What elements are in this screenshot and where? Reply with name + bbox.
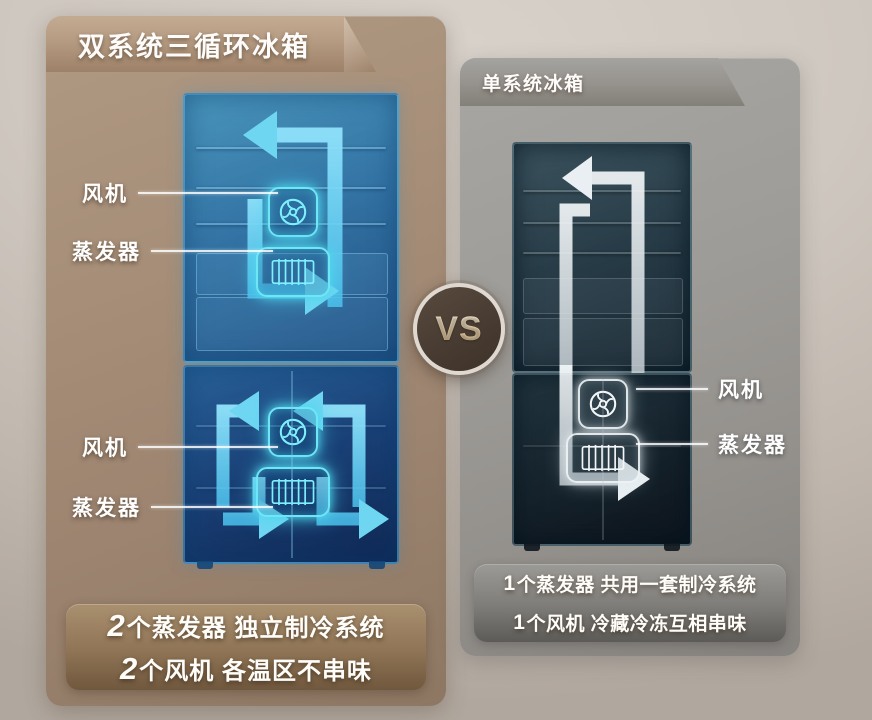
fan-icon-badge-lower	[268, 407, 318, 457]
fridge-upper-compartment	[183, 93, 399, 363]
fridge-foot	[197, 561, 213, 569]
drawer	[522, 318, 684, 366]
leader-line	[138, 446, 278, 448]
fridge-foot	[369, 561, 385, 569]
evaporator-coil-icon	[271, 478, 315, 506]
evaporator-icon-badge	[566, 433, 640, 483]
caption-row: 2 个风机 各温区不串味	[120, 650, 372, 686]
single-system-refrigerator-illustration	[512, 142, 692, 551]
left-panel-captions: 2 个蒸发器 独立制冷系统 2 个风机 各温区不串味	[66, 604, 426, 690]
drawer	[522, 278, 684, 314]
left-panel-title: 双系统三循环冰箱	[78, 31, 310, 62]
caption-row: 1 个风机 冷藏冷冻互相串味	[513, 610, 747, 636]
leader-line	[636, 443, 708, 445]
dual-system-refrigerator-illustration	[183, 93, 399, 569]
fridge-upper-compartment	[512, 142, 692, 384]
airflow-arrow-icon	[216, 391, 389, 539]
caption-row: 2 个蒸发器 独立制冷系统	[107, 607, 385, 643]
shelf	[195, 487, 387, 489]
evaporator-icon-badge-lower	[256, 467, 330, 517]
label-fan-upper-left: 风机	[82, 178, 278, 208]
evaporator-icon-badge-upper	[256, 247, 330, 297]
fridge-lower-compartment	[183, 365, 399, 569]
fridge-foot	[524, 543, 540, 551]
right-panel-captions: 1 个蒸发器 共用一套制冷系统 1 个风机 冷藏冷冻互相串味	[474, 564, 786, 642]
shelf	[522, 252, 682, 254]
shelf	[195, 425, 387, 427]
shelf	[195, 147, 387, 149]
fan-icon-badge	[578, 379, 628, 429]
label-fan-lower-left: 风机	[82, 432, 278, 462]
shelf	[522, 190, 682, 192]
leader-line	[151, 250, 273, 252]
label-evaporator-right: 蒸发器	[636, 429, 787, 459]
evaporator-coil-icon	[271, 258, 315, 286]
left-panel-header-tab: 双系统三循环冰箱	[46, 16, 376, 72]
fan-icon	[589, 390, 617, 418]
shelf	[522, 222, 682, 224]
label-fan-right: 风机	[636, 374, 764, 404]
fan-icon	[279, 418, 307, 446]
caption-row: 1 个蒸发器 共用一套制冷系统	[503, 571, 757, 597]
drawer	[195, 297, 389, 351]
right-panel-header-tab: 单系统冰箱	[460, 58, 745, 106]
leader-line	[636, 388, 708, 390]
vs-label: VS	[435, 309, 483, 348]
fan-icon	[279, 198, 307, 226]
fridge-foot	[664, 543, 680, 551]
right-panel-title: 单系统冰箱	[482, 73, 585, 95]
label-evaporator-lower-left: 蒸发器	[72, 492, 273, 522]
leader-line	[138, 192, 278, 194]
leader-line	[151, 506, 273, 508]
vs-badge: VS	[413, 283, 505, 375]
evaporator-coil-icon	[581, 444, 625, 472]
label-evaporator-upper-left: 蒸发器	[72, 236, 273, 266]
fan-icon-badge-upper	[268, 187, 318, 237]
